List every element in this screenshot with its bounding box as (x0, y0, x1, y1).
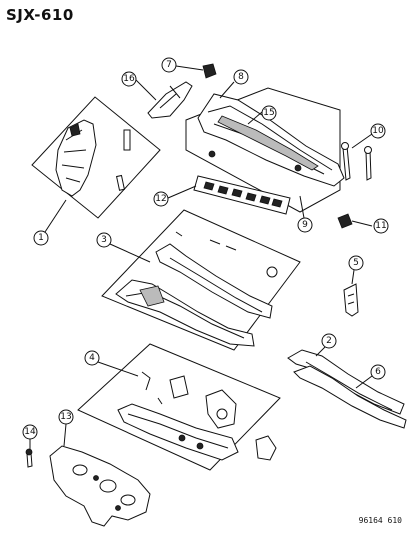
part-11-group (337, 213, 373, 229)
part-13-group (49, 423, 151, 527)
part-3-group (101, 209, 301, 351)
callout-10: 10 (370, 123, 386, 139)
part-1-panel (31, 96, 161, 219)
part-5-bracket (343, 283, 359, 317)
callout-6-label: 6 (375, 367, 381, 377)
callout-14: 14 (22, 424, 38, 440)
callouts: 1 2 3 4 5 6 7 8 9 10 11 12 13 14 15 16 (22, 57, 389, 440)
leader-13 (63, 423, 67, 447)
callout-1-label: 1 (38, 233, 44, 243)
callout-2-label: 2 (326, 336, 332, 346)
part-7-group (175, 63, 217, 79)
callout-13-label: 13 (60, 412, 71, 422)
part-5-group (343, 269, 359, 317)
part-14-group (25, 439, 33, 468)
callout-7: 7 (161, 57, 177, 73)
part-10-screw-a (342, 145, 351, 181)
leader-1 (44, 199, 67, 233)
part-12-grille (193, 175, 291, 215)
leader-12 (167, 185, 197, 199)
drawing-code-label: 96164 610 (358, 516, 402, 525)
part-10-group (341, 133, 373, 181)
callout-11: 11 (373, 218, 389, 234)
callout-8: 8 (233, 69, 249, 85)
part-4-panel (77, 343, 281, 471)
callout-3: 3 (96, 232, 112, 248)
leader-6 (355, 375, 373, 389)
callout-15-label: 15 (263, 108, 274, 118)
part-10-screw-b (365, 149, 372, 181)
part-7-clip (202, 63, 217, 79)
callout-10-label: 10 (372, 126, 384, 136)
leader-5 (351, 269, 355, 285)
callout-7-label: 7 (166, 60, 172, 70)
callout-12: 12 (153, 191, 169, 207)
callout-13: 13 (58, 409, 74, 425)
part-3-plenum-upper (155, 243, 273, 319)
callout-14-label: 14 (24, 427, 36, 437)
leader-3 (109, 243, 151, 263)
leader-16 (135, 79, 157, 101)
part-6-cowl-panel (293, 365, 407, 429)
callout-6: 6 (370, 364, 386, 380)
callout-4: 4 (84, 350, 100, 366)
callout-16-label: 16 (123, 74, 135, 84)
part-4-group (77, 343, 281, 471)
callout-11-label: 11 (375, 221, 386, 231)
part-4-reinforcement (117, 403, 239, 461)
callout-9: 9 (297, 217, 313, 233)
callout-12-label: 12 (155, 194, 166, 204)
part-1-bracket (55, 119, 97, 197)
figure-id-label: SJX-610 (6, 6, 74, 24)
leader-9 (299, 195, 305, 219)
leader-11 (351, 220, 373, 227)
leader-10 (351, 133, 373, 149)
part-1-group (31, 96, 161, 233)
leader-7 (175, 65, 204, 71)
callout-5-label: 5 (353, 258, 359, 268)
cowl-top-group (185, 81, 345, 219)
callout-3-label: 3 (101, 235, 107, 245)
part-1-small-tab (123, 129, 131, 151)
part-16-group (135, 79, 193, 119)
leader-8 (219, 81, 235, 99)
leader-2 (315, 345, 327, 357)
part-12-group (167, 175, 291, 215)
part-15-screen (217, 115, 319, 171)
callout-1: 1 (33, 230, 49, 246)
callout-16: 16 (121, 71, 137, 87)
callout-8-label: 8 (238, 72, 244, 82)
callout-5: 5 (348, 255, 364, 271)
part-2-cowl-seal (287, 349, 405, 415)
part-16-bracket (147, 81, 193, 119)
leader-15 (247, 111, 263, 125)
parts-2-6-group (287, 345, 407, 429)
callout-4-label: 4 (89, 353, 95, 363)
leader-4 (97, 361, 139, 377)
callout-9-label: 9 (302, 220, 308, 230)
part-11-nut (337, 213, 353, 229)
callout-15: 15 (261, 105, 277, 121)
callout-2: 2 (321, 333, 337, 349)
